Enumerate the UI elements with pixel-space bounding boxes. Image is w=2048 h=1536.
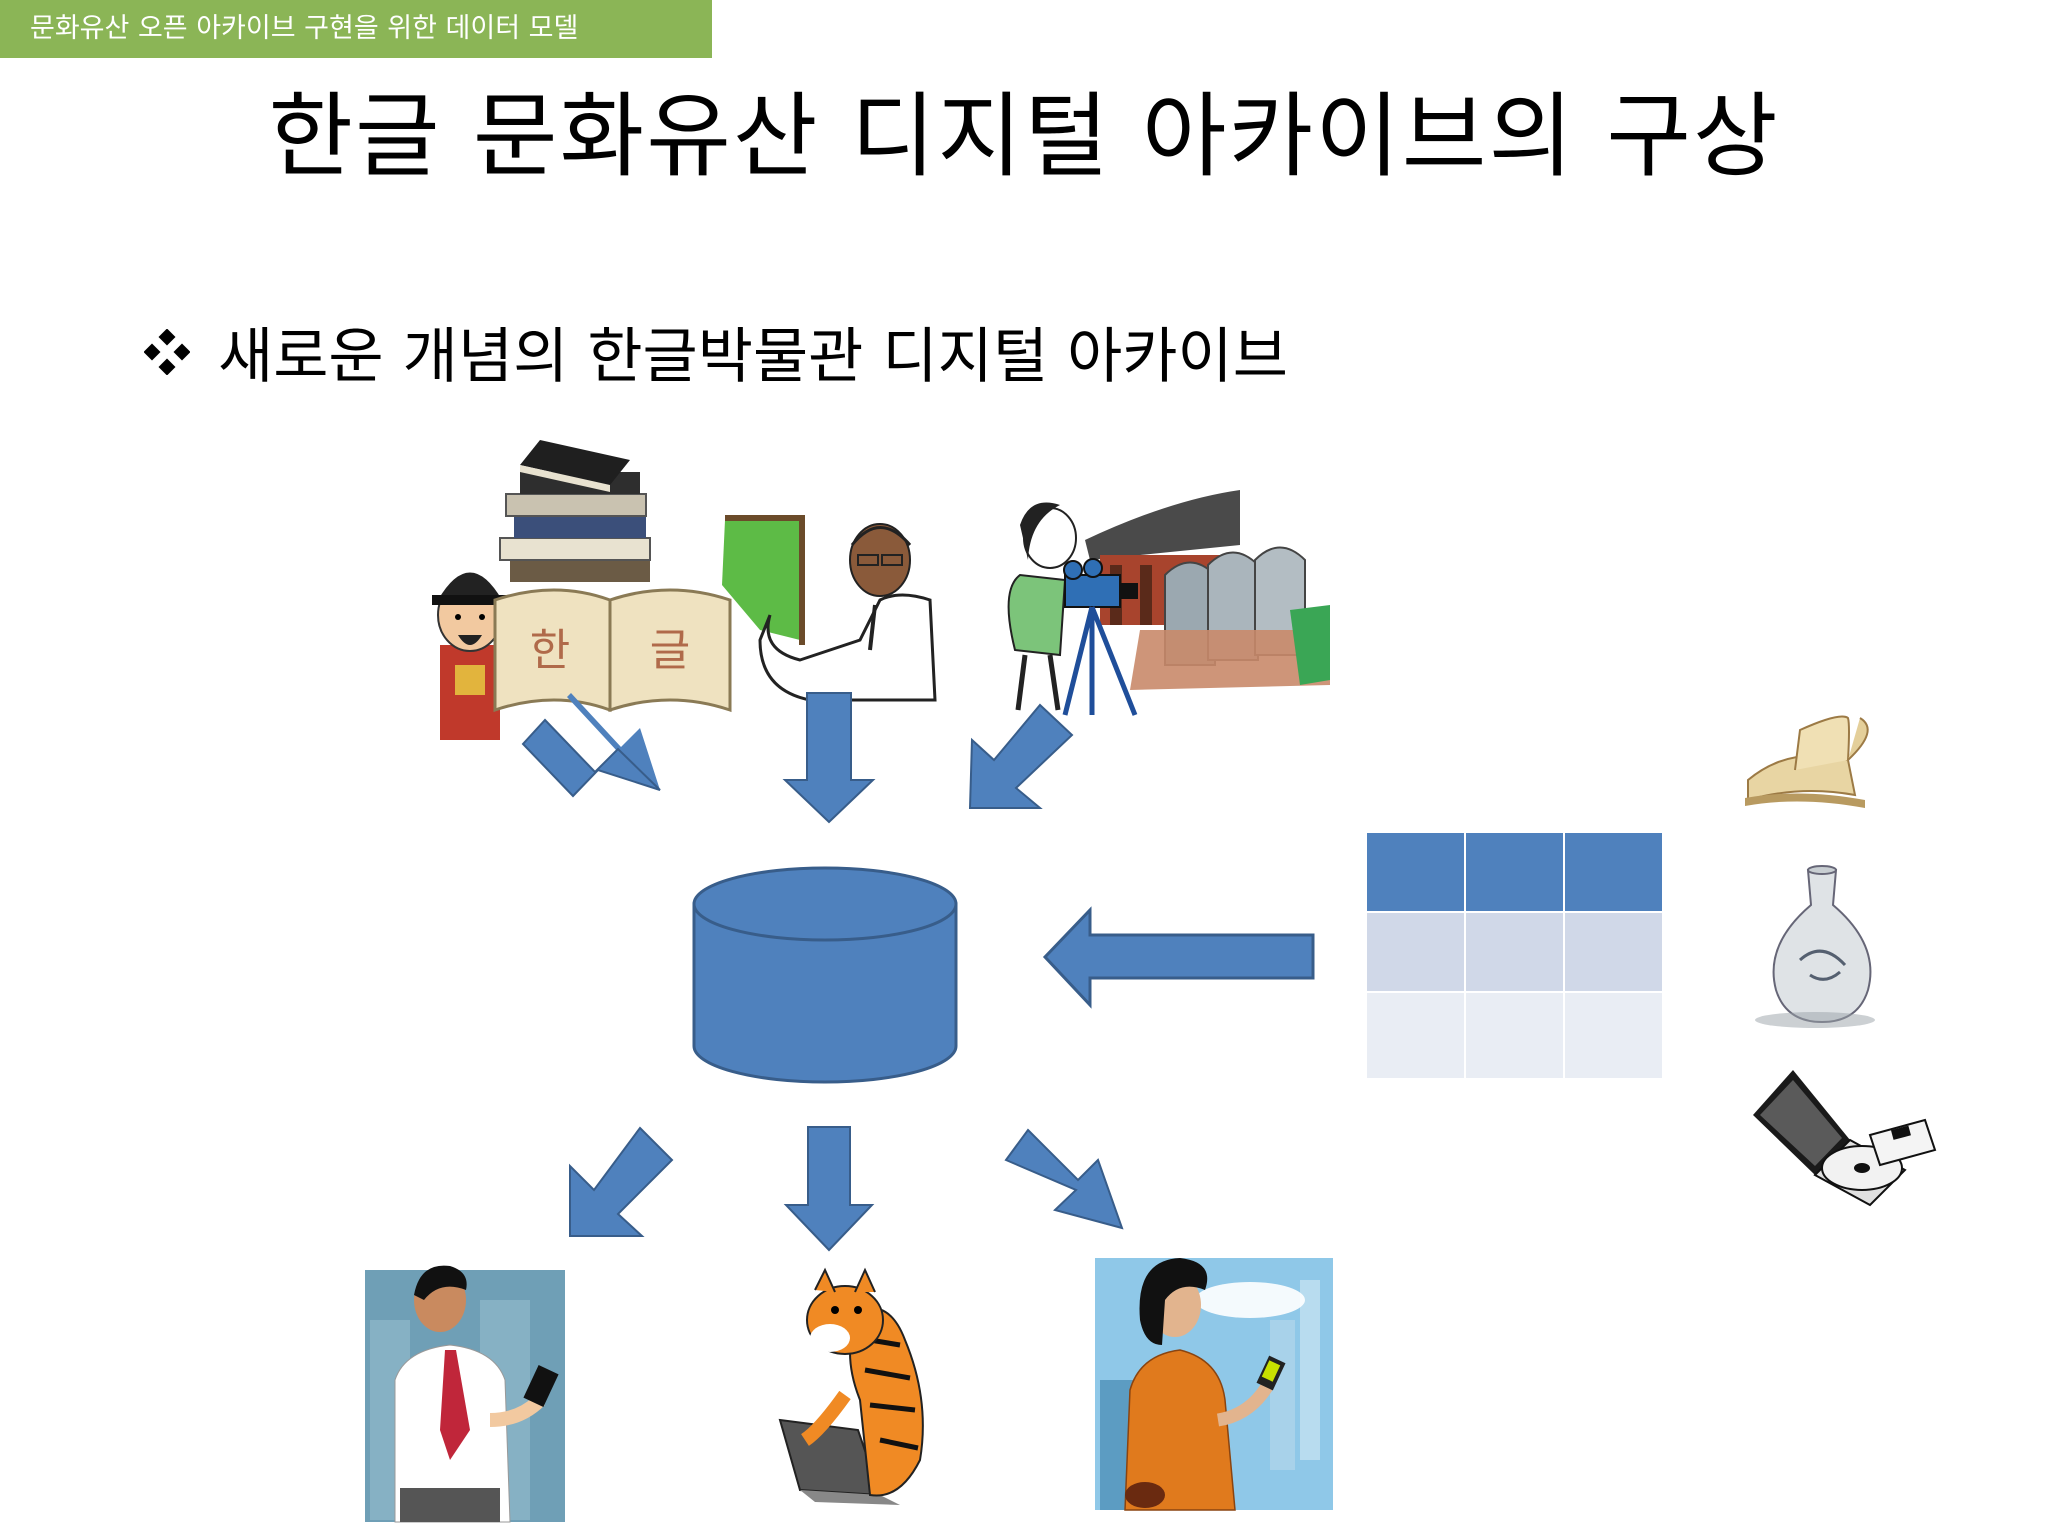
- arrow-from-table: [1042, 906, 1315, 1009]
- tiger-with-laptop-icon: [778, 1267, 924, 1505]
- camera-operator-at-palace-icon: [1007, 490, 1330, 716]
- bullet-item: 새로운 개념의 한글박물관 디지털 아카이브: [144, 308, 1288, 395]
- arrow-in-left: [521, 693, 661, 798]
- businessman-with-phone-icon: [365, 1265, 565, 1523]
- svg-text:한: 한: [530, 625, 570, 676]
- arrow-out-center: [783, 1126, 875, 1252]
- database-cylinder: [692, 866, 958, 1084]
- data-table-grid: [1367, 833, 1662, 1078]
- laptop-floppy-cd-icon: [1753, 1070, 1937, 1207]
- slide-title: 한글 문화유산 디지털 아카이브의 구상: [268, 83, 1780, 190]
- header-banner: 문화유산 오픈 아카이브 구현을 위한 데이터 모델: [0, 0, 712, 58]
- arrow-out-left: [569, 1126, 674, 1237]
- porcelain-vase-icon: [1755, 865, 1875, 1028]
- woman-with-pda-icon: [1095, 1258, 1333, 1511]
- arrow-in-right: [968, 703, 1074, 809]
- diamond-bullet-icon: [144, 328, 190, 375]
- old-open-book-icon: [1745, 715, 1869, 808]
- svg-text:글: 글: [650, 625, 690, 676]
- arrow-in-center: [782, 692, 876, 824]
- king-with-books-and-hangul-icon: 한 글: [432, 440, 732, 740]
- presenter-teacher-icon: [722, 515, 937, 702]
- bullet-text: 새로운 개념의 한글박물관 디지털 아카이브: [218, 322, 1288, 392]
- arrow-out-right: [1004, 1128, 1124, 1230]
